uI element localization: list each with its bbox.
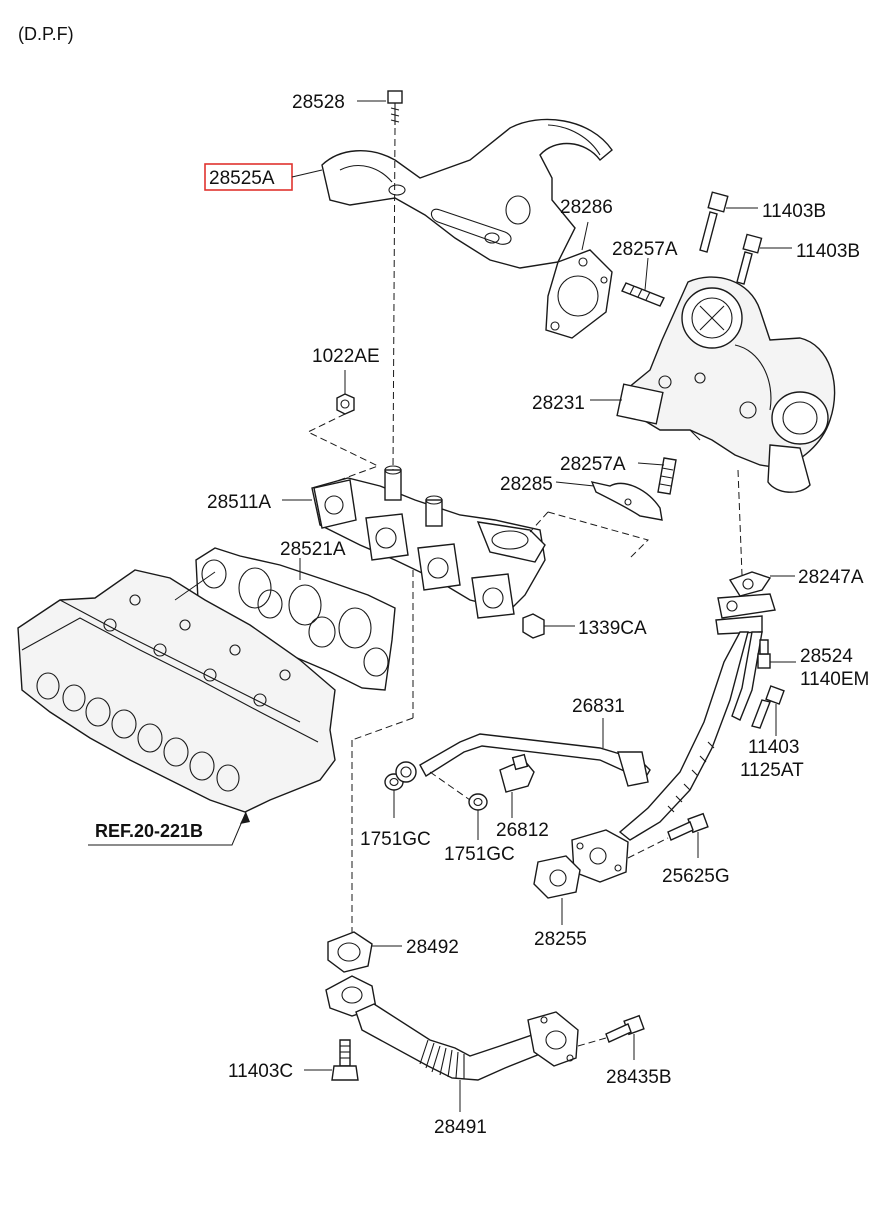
label-1339CA: 1339CA bbox=[578, 618, 647, 639]
label-28255: 28255 bbox=[534, 929, 587, 950]
label-28257A-lower: 28257A bbox=[560, 454, 626, 475]
label-26831: 26831 bbox=[572, 696, 625, 717]
label-11403C: 11403C bbox=[228, 1061, 293, 1082]
gasket-28286[interactable] bbox=[545, 249, 613, 339]
label-1751GC-a: 1751GC bbox=[360, 829, 431, 850]
bolt-11403C[interactable] bbox=[331, 1039, 359, 1081]
washer-1751GC-b[interactable] bbox=[468, 793, 488, 811]
bolt-11403B-b[interactable] bbox=[736, 233, 763, 285]
ref-arrow-icon bbox=[240, 812, 250, 824]
nut-1022AE[interactable] bbox=[336, 393, 355, 415]
label-28492: 28492 bbox=[406, 937, 459, 958]
bolt-28524[interactable] bbox=[757, 639, 771, 669]
bolt-11403B-a[interactable] bbox=[699, 191, 729, 253]
label-28231: 28231 bbox=[532, 393, 585, 414]
stud-28257A-lower[interactable] bbox=[657, 457, 677, 495]
eye-bolt-26812[interactable] bbox=[499, 753, 535, 793]
oil-feed-pipe-26831[interactable] bbox=[419, 733, 651, 787]
label-28435B: 28435B bbox=[606, 1067, 672, 1088]
banjo-fitting[interactable] bbox=[395, 761, 417, 783]
turbocharger-28231[interactable] bbox=[616, 276, 836, 493]
bolt-28435B[interactable] bbox=[605, 1014, 645, 1043]
pipe-28491[interactable] bbox=[325, 975, 579, 1081]
oil-return-pipe[interactable] bbox=[618, 593, 776, 841]
variant-header: (D.P.F) bbox=[18, 24, 74, 44]
label-1022AE: 1022AE bbox=[312, 346, 380, 367]
label-11403B-b: 11403B bbox=[796, 241, 860, 262]
label-28285: 28285 bbox=[500, 474, 553, 495]
gasket-28255[interactable] bbox=[533, 855, 581, 899]
label-26812: 26812 bbox=[496, 820, 549, 841]
exhaust-manifold-28511A[interactable] bbox=[311, 465, 546, 619]
label-1140EM: 1140EM bbox=[800, 669, 869, 690]
label-1125AT: 1125AT bbox=[740, 760, 804, 781]
gasket-28285[interactable] bbox=[590, 481, 663, 521]
label-11403B-a: 11403B bbox=[762, 201, 826, 222]
bolt-28528[interactable] bbox=[387, 90, 403, 125]
label-28247A: 28247A bbox=[798, 567, 864, 588]
label-28511A: 28511A bbox=[207, 492, 271, 513]
bolt-25625G[interactable] bbox=[667, 812, 709, 841]
label-ref-20-221B[interactable]: REF.20-221B bbox=[95, 821, 203, 841]
label-28286: 28286 bbox=[560, 197, 613, 218]
gasket-28247A[interactable] bbox=[728, 571, 772, 597]
heat-shield-28525A[interactable] bbox=[321, 118, 613, 269]
label-28257A-upper: 28257A bbox=[612, 239, 678, 260]
label-28521A: 28521A bbox=[280, 539, 346, 560]
flange-oil-pipe[interactable] bbox=[571, 829, 629, 883]
label-28524: 28524 bbox=[800, 646, 853, 667]
label-11403: 11403 bbox=[748, 737, 799, 758]
stud-28257A-upper[interactable] bbox=[621, 282, 665, 307]
cylinder-head-ref bbox=[17, 569, 336, 813]
label-1751GC-b: 1751GC bbox=[444, 844, 515, 865]
bolt-11403[interactable] bbox=[751, 685, 785, 729]
label-28528: 28528 bbox=[292, 92, 345, 113]
label-28525A[interactable]: 28525A bbox=[209, 168, 275, 189]
label-25625G: 25625G bbox=[662, 866, 730, 887]
nut-1339CA[interactable] bbox=[522, 613, 545, 639]
label-28491: 28491 bbox=[434, 1117, 487, 1138]
gasket-28492[interactable] bbox=[327, 931, 373, 973]
